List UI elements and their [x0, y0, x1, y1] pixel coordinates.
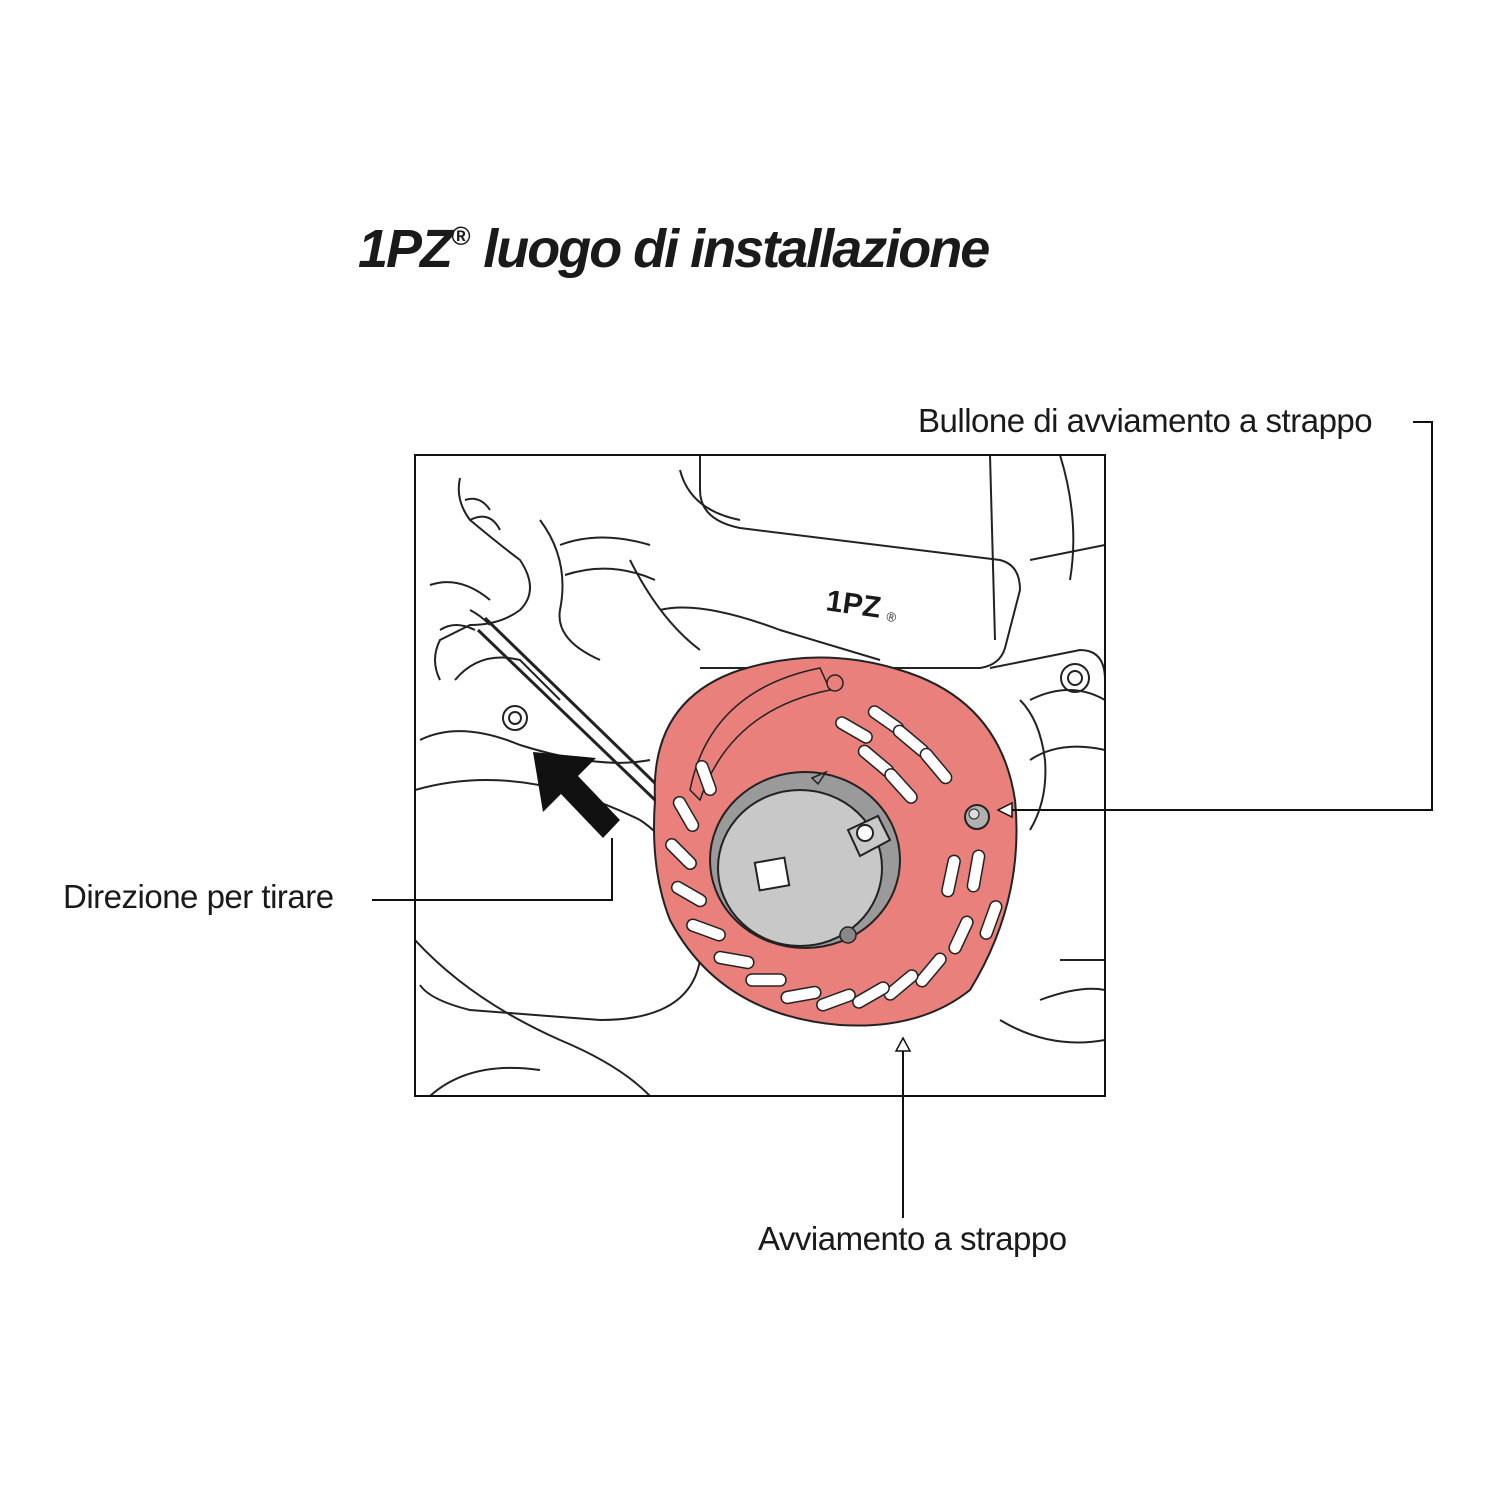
engine-brand: 1PZ [824, 584, 883, 624]
engine-illustration [415, 455, 1105, 1096]
callout-arrowhead-icon [894, 1036, 912, 1052]
callout-arrowhead-icon [996, 801, 1013, 819]
engine-brand-registered: ® [886, 609, 898, 625]
recoil-starter [653, 656, 1018, 1027]
pull-direction-arrow-icon [533, 752, 620, 838]
vent-slots [665, 705, 1003, 1012]
recoil-starter-label: Avviamento a strappo [758, 1220, 1067, 1257]
title-brand: 1PZ [358, 219, 453, 279]
pull-direction-label: Direzione per tirare [63, 878, 334, 915]
callout-lines [372, 421, 1433, 1218]
illustration-frame [414, 454, 1106, 1097]
title-registered-mark: ® [451, 221, 471, 251]
title-text: luogo di installazione [483, 219, 990, 279]
bolt-label: Bullone di avviamento a strappo [918, 402, 1373, 439]
page-title: 1PZ® luogo di installazione [358, 218, 990, 280]
